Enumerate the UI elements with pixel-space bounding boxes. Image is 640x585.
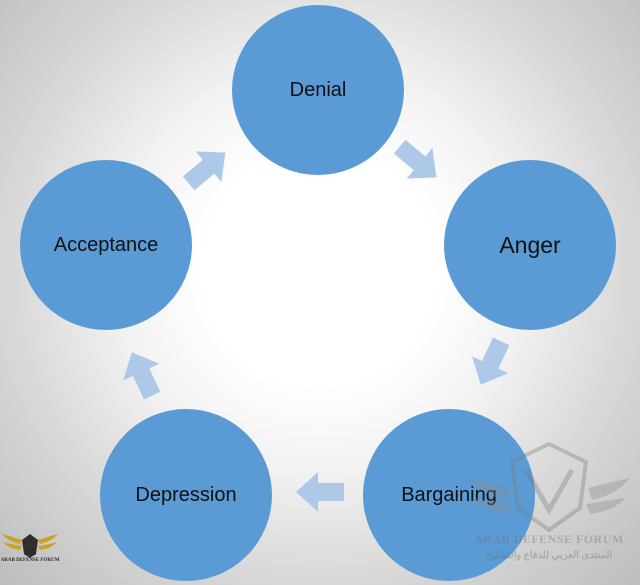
forum-logo-badge: DA ARAB DEFENSE FORUM [0,530,60,585]
stage-label-acceptance: Acceptance [53,233,159,256]
stage-circle-bargaining: Bargaining [363,409,535,581]
stage-label-depression: Depression [135,483,237,506]
stage-circle-acceptance: Acceptance [20,160,192,330]
stage-circle-anger: Anger [444,160,616,330]
stage-label-anger: Anger [499,231,561,258]
logo-initials: DA [24,548,36,557]
stage-circle-depression: Depression [100,409,272,581]
stage-label-denial: Denial [289,78,347,101]
arrow-depression-to-acceptance-icon [114,344,171,404]
arrow-acceptance-to-denial-icon [176,137,238,198]
logo-wings-icon [2,534,58,558]
logo-caption: ARAB DEFENSE FORUM [0,558,60,563]
arrow-denial-to-anger-icon [387,131,449,192]
stage-circle-denial: Denial [232,5,404,175]
arrow-bargaining-to-depression-icon [296,472,344,512]
arrow-anger-to-bargaining-icon [463,333,520,393]
stage-label-bargaining: Bargaining [401,483,497,506]
